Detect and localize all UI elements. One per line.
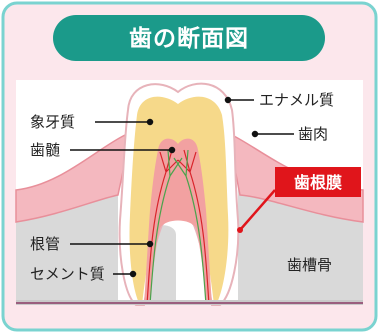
nerves-and-vessels	[146, 149, 210, 306]
label-alveolar-bone: 歯槽骨	[287, 256, 332, 274]
nerve-right-red	[177, 149, 210, 306]
title-text: 歯の断面図	[129, 25, 249, 52]
label-dentin: 象牙質	[30, 113, 75, 131]
nerve-left-red	[146, 149, 179, 306]
label-cementum: セメント質	[30, 265, 105, 283]
pulp-chamber	[144, 138, 212, 305]
label-root-canal: 根管	[30, 235, 60, 253]
periodontal-ligament-badge	[275, 167, 361, 197]
leader-dot-cementum	[129, 270, 137, 278]
leader-periodontal-ligament	[239, 189, 276, 231]
label-pulp: 歯髄	[30, 141, 60, 159]
title-banner	[53, 15, 325, 61]
leader-dot-periodontal-ligament	[237, 227, 243, 233]
label-gum: 歯肉	[298, 125, 328, 143]
leader-dot-gum	[251, 130, 259, 138]
label-enamel: エナメル質	[259, 91, 334, 109]
leader-dot-pulp	[168, 146, 176, 154]
leader-dot-dentin	[146, 118, 154, 126]
nerve-right-green	[173, 149, 207, 306]
label-periodontal-ligament: 歯根膜	[294, 173, 342, 192]
leader-dot-root-canal	[146, 240, 154, 248]
leader-lines	[70, 96, 294, 278]
nerve-left-green	[149, 149, 183, 306]
leader-dot-enamel	[224, 96, 232, 104]
